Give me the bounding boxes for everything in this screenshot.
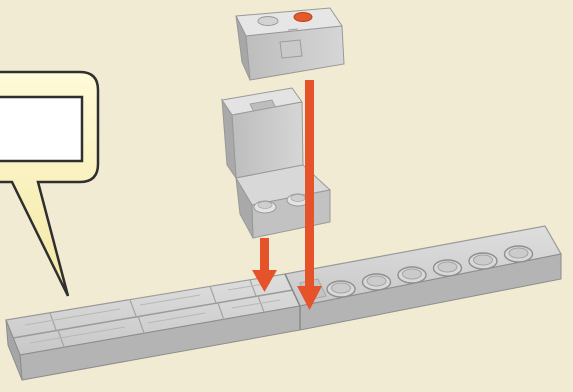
- round-stud-inner: [403, 269, 422, 279]
- callout-inner-box: [0, 97, 82, 161]
- round-stud-inner: [509, 248, 528, 258]
- top-brick-accent: [294, 13, 312, 22]
- top-brick-stud-left: [258, 17, 278, 26]
- round-stud-inner: [332, 283, 351, 293]
- round-stud-inner: [474, 255, 493, 265]
- callout-bubble: [0, 72, 98, 296]
- round-stud-inner: [367, 276, 386, 286]
- top-brick: [236, 8, 344, 80]
- round-stud-inner: [438, 262, 457, 272]
- long-plate: [6, 274, 300, 380]
